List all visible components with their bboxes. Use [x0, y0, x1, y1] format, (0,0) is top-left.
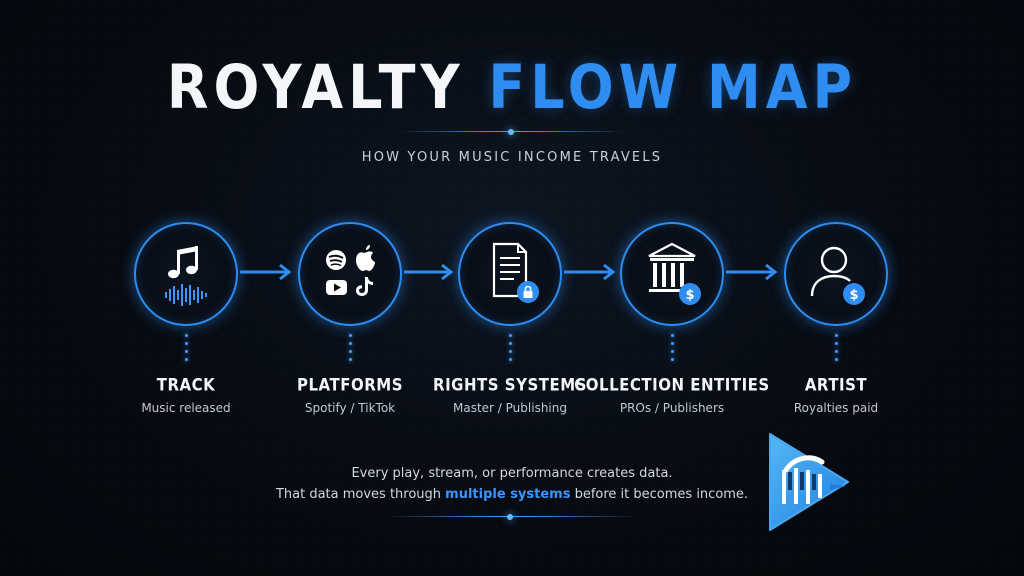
footer-line-1: Every play, stream, or performance creat…: [351, 466, 673, 481]
youtube-icon: [326, 280, 347, 295]
page-title: ROYALTY FLOW MAP: [0, 52, 1024, 123]
node-artist: $: [784, 222, 888, 326]
flow-arrow-1: [240, 263, 292, 281]
title-part-blue: FLOW MAP: [488, 52, 858, 123]
step-sub-rights-systems: Master / Publishing: [453, 401, 567, 415]
tiktok-icon: [356, 277, 373, 296]
node-rights-systems: [458, 222, 562, 326]
spotify-icon: [326, 250, 346, 270]
footer-line-2-start: That data moves through: [275, 487, 446, 502]
footer-highlight: multiple systems: [445, 487, 571, 502]
flow-arrow-2: [404, 263, 454, 281]
step-label-rights-systems: RIGHTS SYSTEMS: [433, 375, 587, 395]
lock-icon: [517, 281, 539, 303]
node-collection-entities: $: [620, 222, 724, 326]
dotted-connector: [670, 334, 674, 368]
title-part-white: ROYALTY: [166, 52, 465, 123]
bank-icon: $: [648, 242, 701, 305]
flow-arrow-4: [726, 263, 778, 281]
step-label-track: TRACK: [156, 375, 216, 395]
title-divider-dot: [508, 129, 514, 135]
step-label-artist: ARTIST: [804, 375, 868, 395]
document-icon: [492, 242, 539, 303]
step-sub-artist: Royalties paid: [793, 401, 879, 415]
node-track: [134, 222, 238, 326]
step-label-platforms: PLATFORMS: [296, 375, 403, 395]
platform-icons: [326, 245, 375, 296]
dollar-icon: $: [843, 283, 865, 305]
step-sub-track: Music released: [141, 401, 231, 415]
brand-logo-icon: [769, 433, 849, 531]
page-subtitle: HOW YOUR MUSIC INCOME TRAVELS: [361, 150, 663, 165]
apple-icon: [356, 245, 375, 271]
footer-divider-dot: [507, 514, 513, 520]
step-label-collection-entities: COLLECTION ENTITIES: [574, 375, 770, 395]
footer-line-2: That data moves through multiple systems…: [0, 487, 1024, 502]
step-sub-collection-entities: PROs / Publishers: [619, 401, 725, 415]
dotted-connector: [834, 334, 838, 368]
svg-text:$: $: [685, 288, 694, 303]
dotted-connector: [184, 334, 188, 368]
flow-arrow-3: [564, 263, 616, 281]
soundwave-icon: [165, 284, 207, 306]
footer-line-2-end: before it becomes income.: [570, 487, 749, 502]
dollar-icon: $: [679, 283, 701, 305]
step-sub-platforms: Spotify / TikTok: [304, 401, 396, 415]
music-note-icon: [165, 246, 207, 306]
svg-text:$: $: [849, 288, 858, 303]
node-platforms: [298, 222, 402, 326]
user-icon: $: [810, 246, 865, 305]
dotted-connector: [508, 334, 512, 368]
dotted-connector: [348, 334, 352, 368]
